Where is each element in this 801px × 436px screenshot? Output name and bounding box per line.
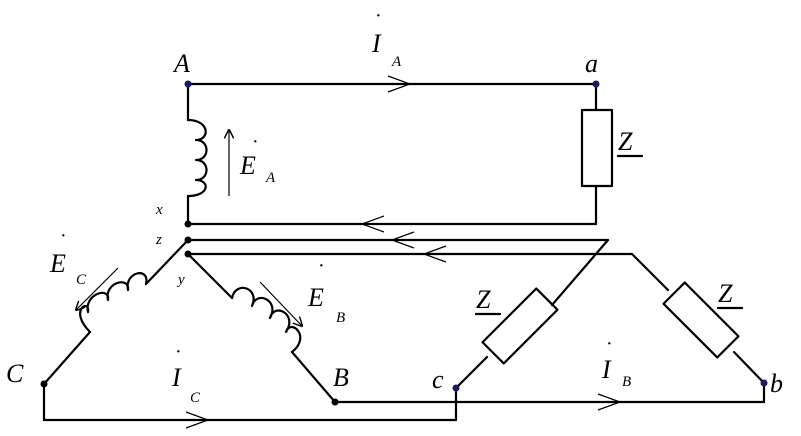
arrow-emf-C [76,267,119,310]
impedance-phase-c [481,287,559,365]
coil-phase-C [79,272,148,334]
svg-text:C: C [190,390,201,406]
wire-coilC-C [42,330,92,386]
arrow-emf-B [259,281,302,326]
wire-y-to-Zb [630,252,670,292]
node-x [184,220,192,228]
coil-phase-A [186,118,208,198]
svg-text:A: A [265,170,276,186]
arrow-return-y [422,245,447,263]
svg-text:B: B [336,310,345,326]
svg-text:E: E [307,283,324,312]
arrow-return-x [360,215,385,233]
label-node-A: A [172,49,190,78]
svg-text:·: · [175,341,182,363]
label-node-a: a [585,49,598,78]
label-node-b: b [770,369,783,398]
wire-coilB-B [290,350,337,404]
svg-text:I: I [171,363,182,392]
arrow-current-B [597,393,622,411]
label-node-x: x [155,202,163,218]
svg-text:E: E [49,249,66,278]
arrow-current-A [387,75,412,93]
wire-Zc-to-c [454,355,489,390]
node-y [184,250,192,258]
label-current-C: · I C [171,341,201,406]
coil-phase-B [230,286,302,354]
node-C [40,380,48,388]
node-c [452,384,460,392]
label-emf-A: · E A [239,131,276,186]
label-impedance-c: Z [474,285,502,316]
wire-z-coilC [144,238,190,286]
label-node-c: c [432,365,444,394]
svg-text:I: I [601,355,612,384]
svg-text:B: B [622,374,631,390]
arrow-current-C [185,411,210,429]
svg-text:·: · [60,225,67,247]
node-b [760,379,768,387]
node-B [331,398,339,406]
svg-text:·: · [375,5,382,27]
node-z [184,236,192,244]
label-node-B: B [333,363,349,392]
label-node-y: y [176,272,185,288]
label-impedance-a: Z [616,127,644,158]
svg-text:Z: Z [618,127,633,156]
wire-z-to-Zc [550,238,610,307]
svg-text:Z: Z [476,285,491,314]
node-A [184,80,192,88]
label-current-A: · I A [371,5,402,70]
svg-text:E: E [239,151,256,180]
svg-text:·: · [252,131,259,153]
impedance-phase-b [662,281,740,359]
svg-text:·: · [318,255,325,277]
label-emf-B: · E B [307,255,345,326]
svg-text:C: C [76,272,87,288]
svg-text:·: · [606,333,613,355]
wire-y-coilB [186,252,234,300]
impedance-phase-a [580,108,614,188]
wire-Zb-to-b [732,350,766,385]
label-node-C: C [6,359,24,388]
svg-text:A: A [391,54,402,70]
label-emf-C: · E C [49,225,87,288]
arrow-return-z [390,231,415,249]
label-current-B: · I B [601,333,631,390]
label-node-z: z [155,232,162,248]
label-impedance-b: Z [716,279,744,310]
node-a [592,80,600,88]
svg-text:Z: Z [718,279,733,308]
svg-text:I: I [371,29,382,58]
